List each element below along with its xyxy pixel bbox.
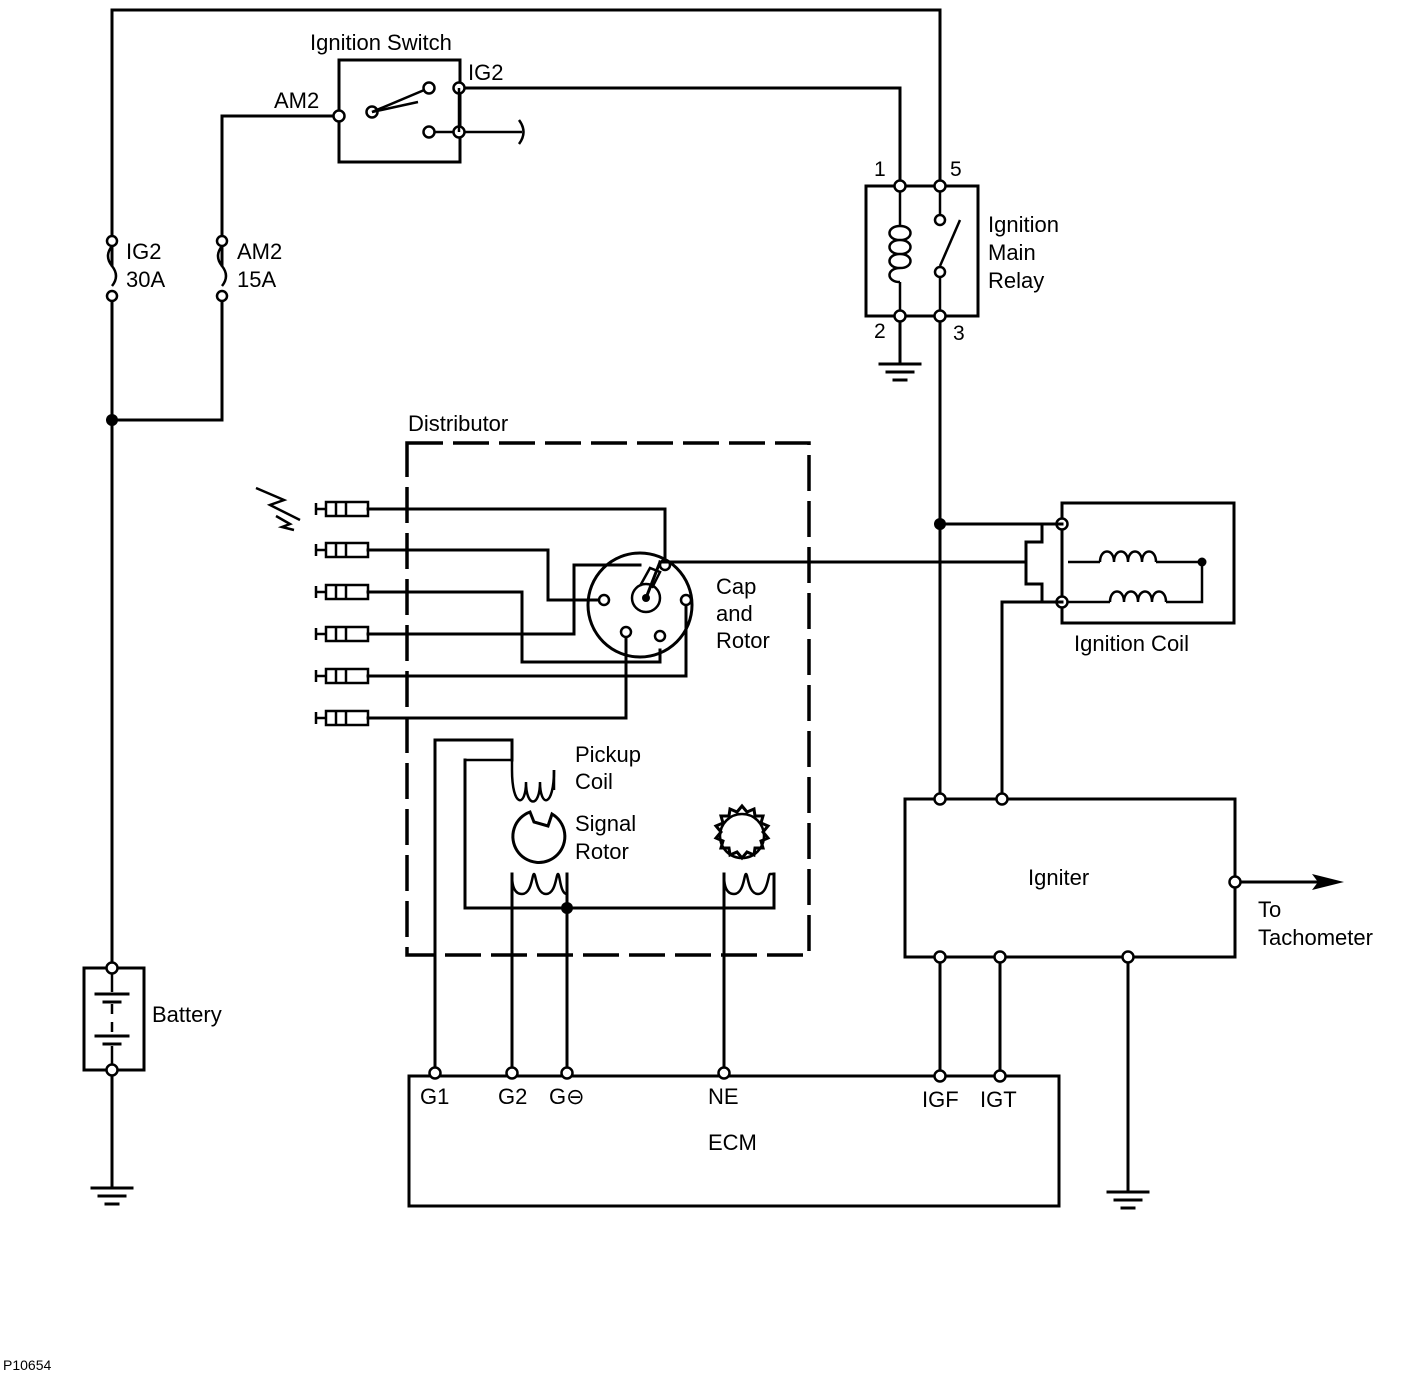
switch-ig2-label: IG2 — [468, 60, 503, 85]
spark-plug-5 — [314, 667, 370, 685]
fuse-ig2: IG2 30A — [105, 234, 165, 303]
relay-pin-3: 3 — [953, 322, 965, 345]
tachometer-label-line1: To — [1258, 897, 1281, 922]
distributor: Distributor Cap and Rotor Pickup Coil Si… — [366, 411, 811, 957]
relay-pin-1: 1 — [874, 158, 886, 181]
signal-rotor-label-line2: Rotor — [575, 839, 629, 864]
fuse-am2-name: AM2 — [237, 239, 282, 264]
fuse-ig2-name: IG2 — [126, 239, 161, 264]
ecm: G1 G2 G⊖ NE IGF IGT ECM — [407, 1066, 1061, 1208]
spark-plug-6 — [314, 709, 370, 727]
relay-label-line3: Relay — [988, 268, 1044, 293]
ecm-pin-igt: IGT — [980, 1087, 1017, 1112]
figure-code: P10654 — [3, 1357, 51, 1373]
ecm-pin-g1: G1 — [420, 1084, 449, 1109]
relay-pin-5: 5 — [950, 158, 962, 181]
spark-plug-1 — [314, 500, 370, 518]
cap-rotor-label-line1: Cap — [716, 574, 756, 599]
signal-rotor-label-line1: Signal — [575, 811, 636, 836]
ignition-coil-label: Ignition Coil — [1074, 631, 1189, 656]
pickup-coil-label-line1: Pickup — [575, 742, 641, 767]
relay-label-line2: Main — [988, 240, 1036, 265]
ecm-pin-g2: G2 — [498, 1084, 527, 1109]
fuse-am2: AM2 15A — [215, 234, 282, 303]
battery: Battery — [82, 961, 222, 1077]
pickup-coil-label-line2: Coil — [575, 769, 613, 794]
ecm-pin-g-neg: G⊖ — [549, 1084, 585, 1109]
ground-relay — [878, 362, 922, 382]
spark-plug-2 — [314, 541, 370, 559]
spark-plugs — [255, 486, 370, 727]
fuse-ig2-rating: 30A — [126, 267, 165, 292]
ecm-pin-igf: IGF — [922, 1087, 959, 1112]
wiring — [110, 8, 1344, 1192]
ecm-pin-ne: NE — [708, 1084, 739, 1109]
fuse-am2-rating: 15A — [237, 267, 276, 292]
ground-battery — [90, 1186, 134, 1206]
relay-pin-2: 2 — [874, 320, 886, 343]
battery-label: Battery — [152, 1002, 222, 1027]
ignition-switch: Ignition Switch AM2 IG2 — [274, 30, 503, 164]
junction-dots — [106, 414, 946, 914]
ignition-switch-label: Ignition Switch — [310, 30, 452, 55]
igniter: Igniter To Tachometer — [903, 792, 1373, 964]
spark-plug-3 — [314, 583, 370, 601]
relay-label-line1: Ignition — [988, 212, 1059, 237]
spark-plug-4 — [314, 625, 370, 643]
ignition-main-relay: 1 5 2 3 Ignition Main Relay — [864, 158, 1059, 345]
switch-am2-label: AM2 — [274, 88, 319, 113]
cap-rotor-label-line3: Rotor — [716, 628, 770, 653]
ignition-coil: Ignition Coil — [644, 501, 1236, 656]
spark-icon — [255, 486, 301, 532]
ecm-label: ECM — [708, 1130, 757, 1155]
cap-rotor-label-line2: and — [716, 601, 753, 626]
distributor-label: Distributor — [408, 411, 508, 436]
igniter-label: Igniter — [1028, 865, 1089, 890]
ground-igniter — [1106, 1190, 1150, 1210]
tachometer-label-line2: Tachometer — [1258, 925, 1373, 950]
